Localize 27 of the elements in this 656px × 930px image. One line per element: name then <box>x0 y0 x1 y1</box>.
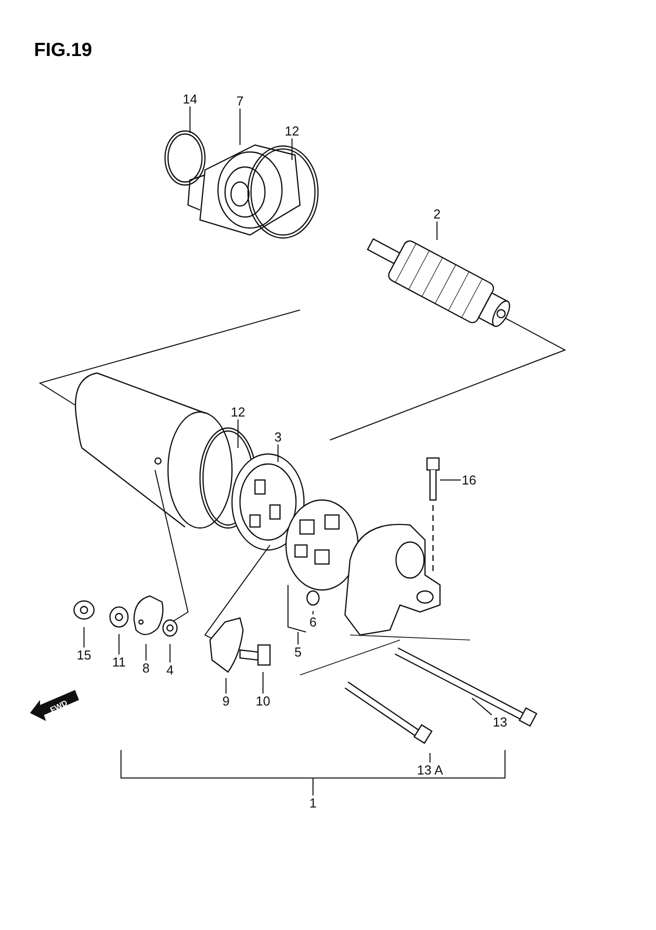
callout-number: 13 <box>492 714 508 730</box>
callout-number: 4 <box>165 662 175 678</box>
callout-number: 6 <box>308 614 318 630</box>
callout-number: 11 <box>111 654 127 670</box>
figure-title: FIG.19 <box>34 40 92 62</box>
leader-line <box>120 750 506 796</box>
callout-number: 16 <box>460 472 478 488</box>
leader-line <box>312 610 314 615</box>
callout-number: 1 <box>308 796 318 810</box>
leader-line <box>118 634 120 655</box>
leader-line <box>262 672 264 694</box>
leader-line <box>472 698 492 716</box>
callout-number: 10 <box>254 694 272 708</box>
callout-number: 9 <box>221 694 231 708</box>
callout-number: 12 <box>230 404 246 420</box>
callout-number: 14 <box>182 92 198 106</box>
leader-line <box>436 221 438 240</box>
leader-line <box>288 584 306 645</box>
callout-number: 12 <box>284 124 300 138</box>
callout-number: 2 <box>432 206 442 222</box>
callout-number: 3 <box>273 430 283 444</box>
callout-number: 7 <box>235 94 245 108</box>
direction-label: FWD <box>49 699 70 715</box>
callout-number: 8 <box>141 660 151 676</box>
callout-number: 5 <box>293 644 303 660</box>
callout-number: 13 A <box>416 762 444 778</box>
callout-number: 15 <box>76 648 92 662</box>
